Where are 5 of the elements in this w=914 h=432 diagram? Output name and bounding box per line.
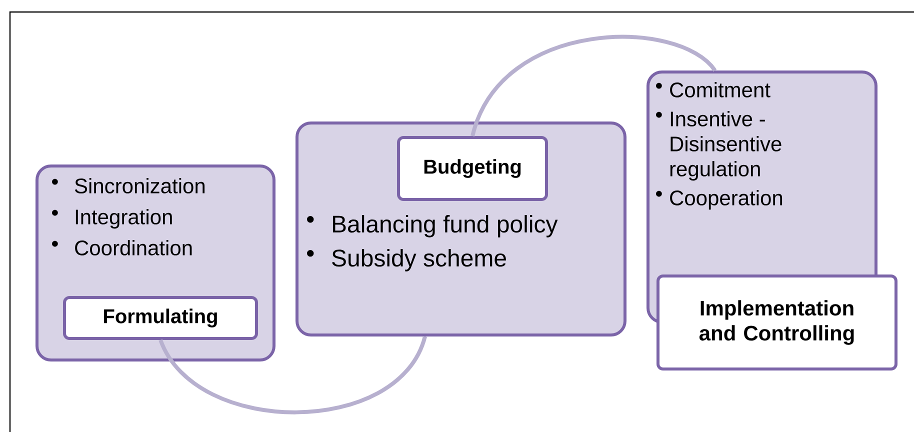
- stage-label-box: Formulating: [63, 296, 258, 340]
- connector-arc: [470, 35, 716, 137]
- stage-label-box: Budgeting: [397, 136, 548, 201]
- stage-label-box: Implementation and Controlling: [656, 274, 898, 370]
- connector-arc: [158, 336, 427, 414]
